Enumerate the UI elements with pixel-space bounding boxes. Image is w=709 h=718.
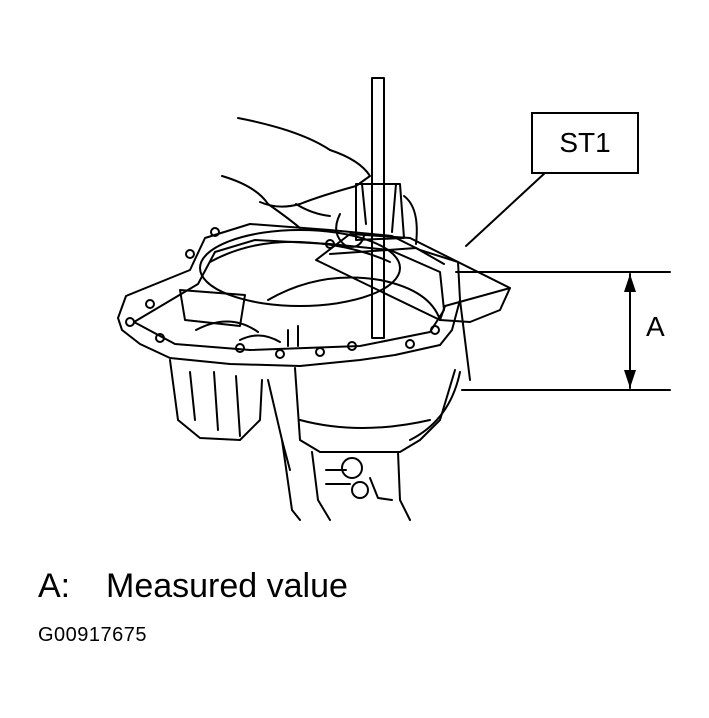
legend-line: A: Measured value <box>38 566 348 606</box>
st1-callout-label: ST1 <box>559 127 611 158</box>
st1-callout-box: ST1 <box>531 112 639 174</box>
legend-key: A: <box>38 567 71 605</box>
hand <box>237 117 371 208</box>
transmission-case-illustration <box>117 77 671 521</box>
legend-text: Measured value <box>106 567 348 605</box>
dimension-a-label: A <box>646 311 665 342</box>
gauge-rod <box>371 77 385 339</box>
figure-id: G00917675 <box>38 624 148 646</box>
gauge-plate <box>315 233 511 323</box>
